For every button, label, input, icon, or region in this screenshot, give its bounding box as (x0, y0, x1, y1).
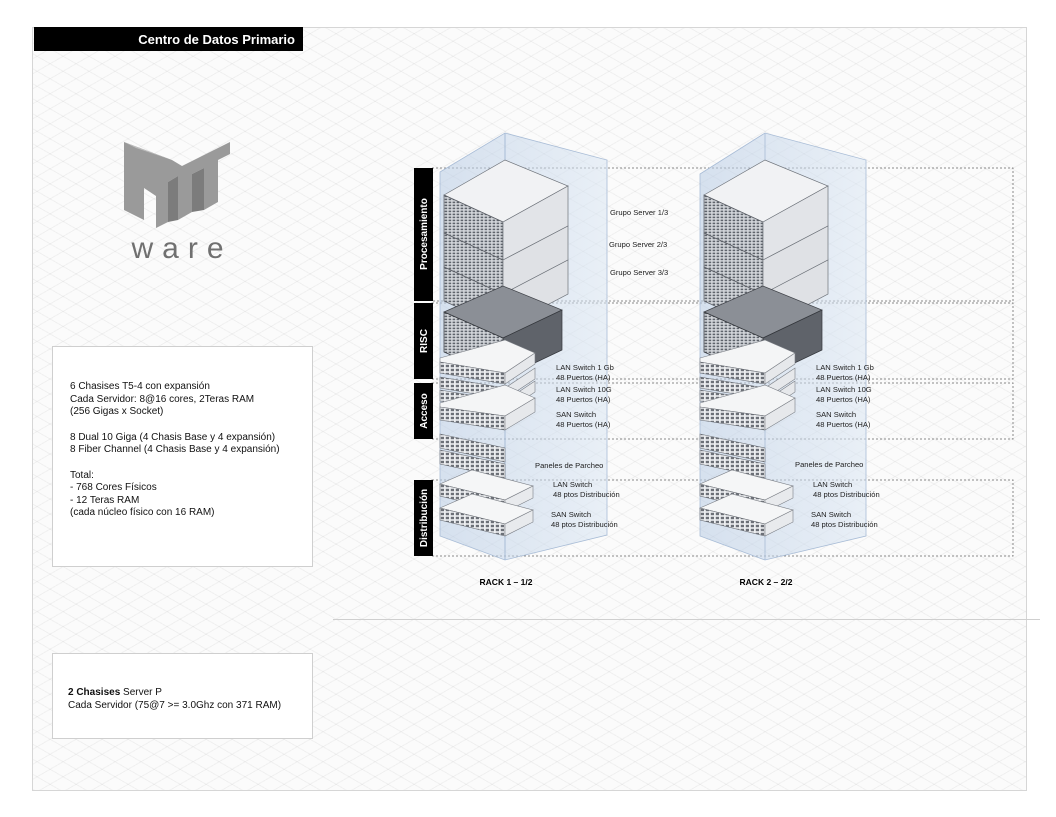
label-lan10g: LAN Switch 10G (816, 385, 872, 394)
lan-switch-1gb (699, 339, 796, 385)
info-line: Total: (70, 469, 94, 481)
label-lan10g-ports: 48 Puertos (HA) (816, 395, 871, 404)
svg-text:RISC: RISC (419, 329, 430, 353)
section-bar-risc: RISC (414, 303, 433, 379)
server-p-info-box: 2 Chasises Server P Cada Servidor (75@7 … (52, 653, 313, 739)
san-switch-distribution (439, 493, 534, 537)
label-san-dist-ports: 48 ptos Distribución (551, 520, 618, 529)
label-lan1g: LAN Switch 1 Gb (816, 363, 874, 372)
section-bar-acceso: Acceso (414, 383, 433, 439)
info-line: - 12 Teras RAM (70, 494, 140, 506)
mt-logo-icon (124, 142, 230, 228)
page-title-text: Centro de Datos Primario (138, 31, 295, 47)
label-lan10g-ports: 48 Puertos (HA) (556, 395, 611, 404)
info-line: 8 Dual 10 Giga (4 Chasis Base y 4 expans… (70, 431, 276, 443)
label-lan1g-ports: 48 Puertos (HA) (816, 373, 871, 382)
label-san-ports: 48 Puertos (HA) (816, 420, 871, 429)
logo-wordmark: ware (131, 232, 233, 265)
label-server-1: Grupo Server 1/3 (610, 208, 668, 217)
svg-text:Distribución: Distribución (419, 489, 430, 547)
server-group-1 (443, 159, 569, 261)
section-bar-distribucion: Distribución (414, 480, 433, 556)
info-rest: Server P (120, 687, 162, 698)
rack-1-label: RACK 1 – 1/2 (480, 577, 533, 587)
label-san-dist-ports: 48 ptos Distribución (811, 520, 878, 529)
svg-text:Acceso: Acceso (419, 393, 430, 429)
label-lan10g: LAN Switch 10G (556, 385, 612, 394)
label-san-dist: SAN Switch (811, 510, 851, 519)
label-patch: Paneles de Parcheo (535, 461, 603, 470)
info-line: (cada núcleo físico con 16 RAM) (70, 507, 215, 518)
page-title: Centro de Datos Primario (34, 27, 303, 51)
label-san: SAN Switch (816, 410, 856, 419)
rack-1: Grupo Server 1/3 Grupo Server 2/3 Grupo … (439, 132, 668, 587)
label-server-3: Grupo Server 3/3 (610, 268, 668, 277)
info-line: Cada Servidor: 8@16 cores, 2Teras RAM (70, 393, 255, 405)
info-bold: 2 Chasises (68, 687, 121, 698)
section-bar-procesamiento: Procesamiento (414, 168, 433, 301)
label-server-2: Grupo Server 2/3 (609, 240, 667, 249)
san-switch-access (699, 384, 796, 431)
label-san-ports: 48 Puertos (HA) (556, 420, 611, 429)
info-line: 6 Chasises T5-4 con expansión (70, 381, 210, 392)
label-lan-dist: LAN Switch (553, 480, 592, 489)
server-group-2 (703, 225, 829, 295)
patch-panels (439, 433, 506, 479)
patch-panels (699, 433, 766, 479)
label-san: SAN Switch (556, 410, 596, 419)
info-line: 2 Chasises Server P (68, 687, 312, 700)
chassis-info-box: 6 Chasises T5-4 con expansión Cada Servi… (52, 346, 313, 567)
divider-line (333, 619, 1040, 620)
rack-2-label: RACK 2 – 2/2 (740, 577, 793, 587)
san-switch-distribution (699, 493, 794, 537)
info-line: Cada Servidor (75@7 >= 3.0Ghz con 371 RA… (68, 699, 282, 711)
label-patch: Paneles de Parcheo (795, 460, 863, 469)
label-lan-dist-ports: 48 ptos Distribución (813, 490, 880, 499)
label-lan-dist-ports: 48 ptos Distribución (553, 490, 620, 499)
info-line: - 768 Cores Físicos (70, 482, 157, 493)
label-lan1g-ports: 48 Puertos (HA) (556, 373, 611, 382)
label-san-dist: SAN Switch (551, 510, 591, 519)
label-lan1g: LAN Switch 1 Gb (556, 363, 614, 372)
info-line: (256 Gigas x Socket) (70, 406, 164, 417)
info-line: 8 Fiber Channel (4 Chasis Base y 4 expan… (70, 444, 280, 455)
label-lan-dist: LAN Switch (813, 480, 852, 489)
server-group-1 (703, 159, 829, 261)
lan-switch-1gb (439, 339, 536, 385)
san-switch-access (439, 384, 536, 431)
svg-text:Procesamiento: Procesamiento (419, 198, 430, 270)
rack-2: LAN Switch 1 Gb 48 Puertos (HA) LAN Swit… (699, 132, 880, 587)
